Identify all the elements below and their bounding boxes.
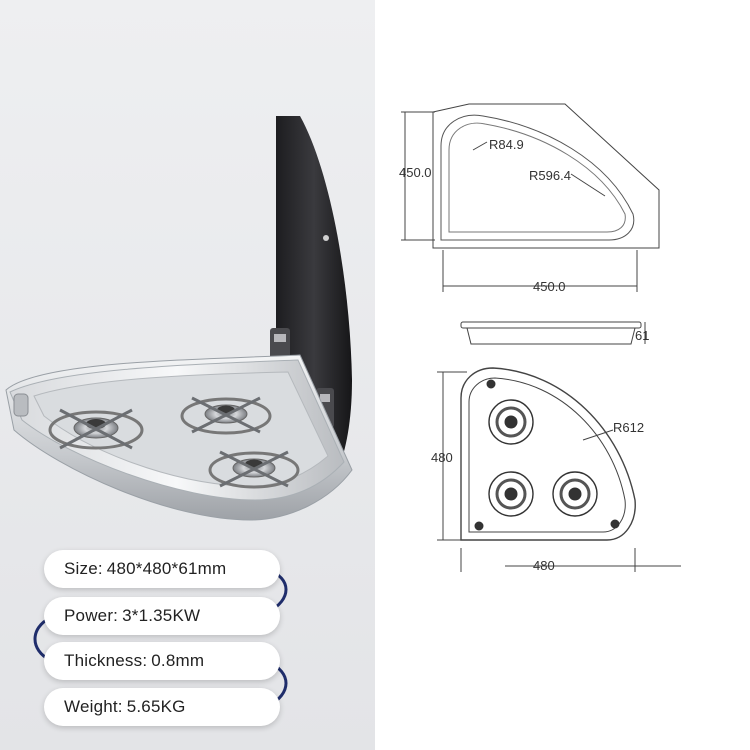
bottom-view-drawing [437,367,681,572]
bottom-view-radius-label: R612 [613,420,644,435]
spec-weight-value: 5.65KG [126,697,186,716]
dimension-drawings: 450.0 450.0 R84.9 R596.4 61 480 480 R612 [399,103,681,573]
top-view-width-label: 450.0 [533,279,566,294]
stove-illustration [5,116,353,521]
spec-power-label: Power: [64,606,119,625]
spec-power-value: 3*1.35KW [122,606,201,625]
spec-size-label: Size: [64,559,103,578]
top-view-radius-small-label: R84.9 [489,137,524,152]
lid-hinge-hole [323,235,329,241]
top-view-height-label: 450.0 [399,165,432,180]
bottom-view-burners [474,379,620,531]
spec-weight-label: Weight: [64,697,123,716]
top-view-radius-large-label: R596.4 [529,168,571,183]
igniter-post [13,393,29,417]
technical-drawing-panel: 450.0 450.0 R84.9 R596.4 61 480 480 R612 [375,0,750,750]
top-view-drawing [401,103,660,292]
side-view-drawing [460,321,646,345]
burner-front-left [48,408,144,450]
spec-connector-lines [33,566,288,710]
bottom-view-width-label: 480 [533,558,555,573]
burner-back-center [180,396,272,435]
spec-size-value: 480*480*61mm [106,559,227,578]
spec-weight: Weight: 5.65KG [44,688,280,726]
bottom-view-height-label: 480 [431,450,453,465]
side-view-depth-label: 61 [635,328,649,343]
spec-power: Power: 3*1.35KW [44,597,280,635]
spec-size: Size: 480*480*61mm [44,550,280,588]
spec-thickness: Thickness: 0.8mm [44,642,280,680]
spec-thickness-value: 0.8mm [151,651,205,670]
burner-front-right [208,450,300,489]
spec-thickness-label: Thickness: [64,651,148,670]
